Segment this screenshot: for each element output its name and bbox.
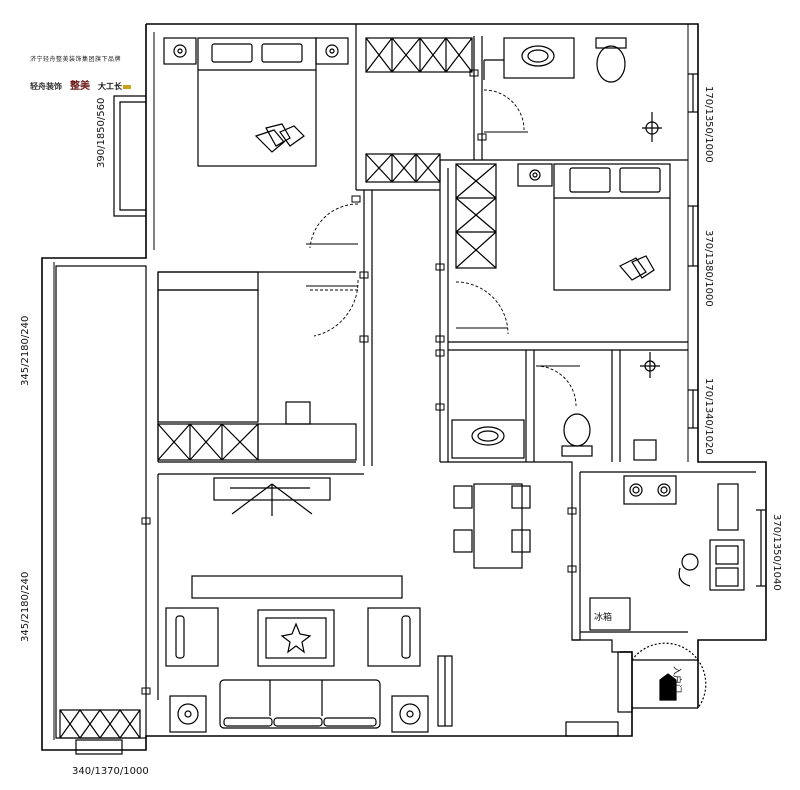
balcony-left [55,265,147,755]
dim-bottom: 340/1370/1000 [72,766,149,777]
dim-kitchen-right: 370/1350/1040 [771,514,782,591]
bathroom-top [483,37,698,142]
entrance-door [617,642,707,713]
study-room [157,271,357,461]
dining-table [453,483,531,569]
logo-dagongzhang: 大工长 [98,81,131,92]
dim-mid-right: 370/1380/1000 [703,230,714,307]
dim-top-right: 170/1350/1000 [703,86,714,163]
bay-window-left [113,95,146,217]
brand-tagline: 济宁轻舟整美装饰集团旗下品牌 [30,56,122,63]
second-bedroom [455,163,698,291]
door-swings [309,89,577,407]
dim-left-low: 345/2180/240 [20,572,31,642]
kitchen [589,475,766,631]
dim-low-right: 170/1340/1020 [703,378,714,455]
door-frames [141,69,577,695]
dim-left-upper: 390/1850/560 [96,98,107,168]
bathroom-middle [451,352,698,461]
dim-left-mid: 345/2180/240 [20,316,31,386]
outer-walls [41,23,767,751]
brand-logos: 轻舟装饰 整美 大工长 [30,77,160,92]
logo-qingzhou: 轻舟装饰 [30,82,62,91]
wardrobe-top [365,37,473,183]
master-bedroom [163,37,349,167]
fridge-label: 冰箱 [594,611,612,623]
sofa-set [165,575,619,737]
logo-zhengmei: 整美 [70,81,90,92]
tv-cabinet [213,477,331,516]
entrance-label: 入户门 [671,666,683,693]
brand-block: 济宁轻舟整美装饰集团旗下品牌 轻舟装饰 整美 大工长 [30,54,160,92]
